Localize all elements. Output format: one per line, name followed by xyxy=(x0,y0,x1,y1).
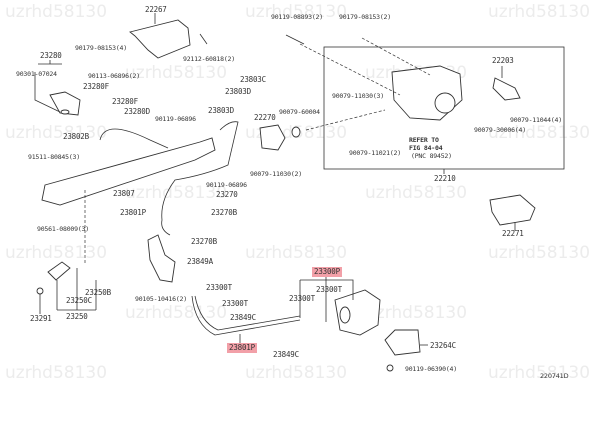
part-label: 22203 xyxy=(492,56,514,65)
watermark: uzrhd58130 xyxy=(365,303,468,323)
part-label: 23803D xyxy=(225,87,251,96)
part-label: 23250C xyxy=(66,296,92,305)
watermark: uzrhd58130 xyxy=(5,2,108,22)
watermark: uzrhd58130 xyxy=(488,2,591,22)
part-label: 22271 xyxy=(502,229,524,238)
part-label: 90179-08153(4) xyxy=(75,44,127,52)
stud-bolt xyxy=(199,33,208,45)
part-label: 90119-08893(2) xyxy=(271,13,323,21)
part-label: 23280 xyxy=(40,51,62,60)
watermark: uzrhd58130 xyxy=(5,243,108,263)
bracket-22267 xyxy=(129,19,191,59)
watermark: uzrhd58130 xyxy=(245,243,348,263)
fuel-filter-23300 xyxy=(334,289,381,336)
part-label: 90079-11021(2) xyxy=(349,149,401,157)
fuel-rail-23807 xyxy=(41,137,216,206)
throttle-body xyxy=(391,65,463,121)
part-label: 23270B xyxy=(191,237,217,246)
part-label: 23250B xyxy=(85,288,111,297)
part-label: 23264C xyxy=(430,341,456,350)
part-label: 23300T xyxy=(206,283,232,292)
watermark: uzrhd58130 xyxy=(245,2,348,22)
part-label: 23803C xyxy=(240,75,266,84)
watermark: uzrhd58130 xyxy=(488,363,591,383)
sensor-22203 xyxy=(492,77,521,101)
injector-23250 xyxy=(47,261,71,281)
part-label: 23270B xyxy=(211,208,237,217)
part-label: 23807 xyxy=(113,189,135,198)
highlighted-part-label[interactable]: 23801P xyxy=(227,343,257,353)
pipe-23801P xyxy=(191,295,301,336)
valve-22270 xyxy=(259,124,286,151)
part-label: 90561-08009(3) xyxy=(37,225,89,233)
watermark: uzrhd58130 xyxy=(245,363,348,383)
part-label: 91511-80845(3) xyxy=(28,153,80,161)
diagram-code: 220741D xyxy=(540,372,569,380)
part-label: 23849C xyxy=(273,350,299,359)
watermark: uzrhd58130 xyxy=(488,243,591,263)
regulator-23280 xyxy=(49,91,81,116)
highlighted-part-label[interactable]: 23300P xyxy=(312,267,342,277)
part-label: 23250 xyxy=(66,312,88,321)
watermark: uzrhd58130 xyxy=(5,123,108,143)
part-label: 90079-60004 xyxy=(279,108,320,116)
part-label: 23849C xyxy=(230,313,256,322)
part-label: 23300T xyxy=(316,285,342,294)
gasket-22271 xyxy=(489,194,536,226)
part-label: 22270 xyxy=(254,113,276,122)
bracket-23849A xyxy=(147,234,176,283)
part-label: 23802B xyxy=(63,132,89,141)
part-label: 23849A xyxy=(187,257,213,266)
part-label: 23300T xyxy=(289,294,315,303)
gasket-ring xyxy=(291,126,301,138)
bracket-23264C xyxy=(384,329,421,356)
part-label: 23280F xyxy=(112,97,138,106)
part-label: 90301-07024 xyxy=(16,70,57,78)
part-label: 90079-11030(2) xyxy=(250,170,302,178)
refer-note-line1: REFER TO xyxy=(409,136,439,144)
part-label: 90079-11030(3) xyxy=(332,92,384,100)
part-label: 90113-06896(2) xyxy=(88,72,140,80)
part-label: 22210 xyxy=(434,174,456,183)
watermark: uzrhd58130 xyxy=(125,303,228,323)
part-label: 23801P xyxy=(120,208,146,217)
part-label: 23280F xyxy=(83,82,109,91)
part-label: 90119-06390(4) xyxy=(405,365,457,373)
part-label: 22267 xyxy=(145,5,167,14)
part-label: 90079-30006(4) xyxy=(474,126,526,134)
part-label: 23280D xyxy=(124,107,150,116)
part-label: 90079-11044(4) xyxy=(510,116,562,124)
part-label: 90105-10416(2) xyxy=(135,295,187,303)
part-label: 90119-06896 xyxy=(206,181,247,189)
refer-note-line3: (PNC 89452) xyxy=(411,152,452,160)
part-label: 23291 xyxy=(30,314,52,323)
pipe-23801P-upper xyxy=(161,121,239,236)
part-label: 90179-08153(2) xyxy=(339,13,391,21)
part-label: 90119-06896 xyxy=(155,115,196,123)
part-label: 23270 xyxy=(216,190,238,199)
part-label: 23803D xyxy=(208,106,234,115)
part-label: 23300T xyxy=(222,299,248,308)
pipe-23802B xyxy=(99,128,169,149)
refer-note-line2[interactable]: FIG 84-04 xyxy=(409,144,443,152)
watermark: uzrhd58130 xyxy=(365,183,468,203)
watermark: uzrhd58130 xyxy=(125,63,228,83)
watermark: uzrhd58130 xyxy=(125,183,228,203)
part-label: 92112-60818(2) xyxy=(183,55,235,63)
watermark: uzrhd58130 xyxy=(5,363,108,383)
watermark: uzrhd58130 xyxy=(488,123,591,143)
